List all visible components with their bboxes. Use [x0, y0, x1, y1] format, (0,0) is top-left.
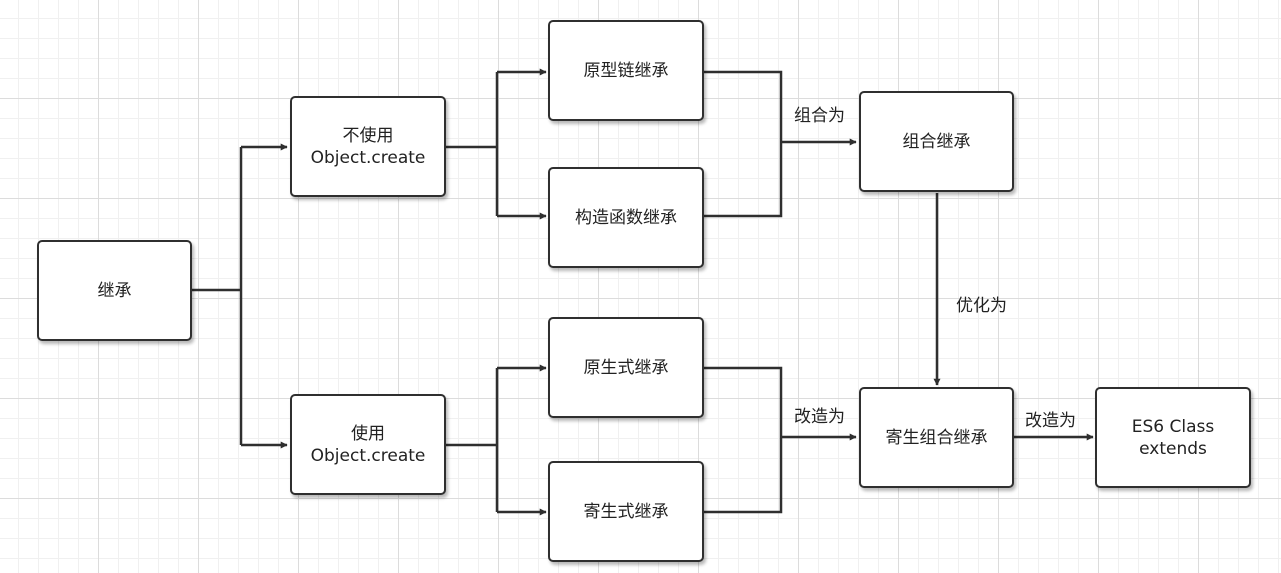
- node-use-object-create[interactable]: 使用 Object.create: [290, 394, 446, 495]
- node-no-object-create[interactable]: 不使用 Object.create: [290, 96, 446, 197]
- edge-label-transform-into-1: 改造为: [794, 407, 845, 427]
- node-prototypal[interactable]: 原生式继承: [548, 317, 704, 418]
- node-prototypal-label: 原生式继承: [583, 357, 669, 378]
- node-no-object-create-label: 不使用 Object.create: [310, 125, 426, 168]
- node-parasitic-combination[interactable]: 寄生组合继承: [859, 387, 1014, 488]
- edge-label-combine-into: 组合为: [794, 106, 845, 126]
- node-parasitic-combination-label: 寄生组合继承: [885, 427, 988, 448]
- connector-prototypal-merge: [704, 366, 783, 514]
- node-constructor[interactable]: 构造函数继承: [548, 167, 704, 268]
- node-inheritance-label: 继承: [97, 280, 132, 301]
- edge-label-optimize-into: 优化为: [956, 296, 1007, 316]
- node-es6-class[interactable]: ES6 Class extends: [1095, 387, 1251, 488]
- node-prototype-chain-label: 原型链继承: [583, 60, 669, 81]
- node-parasitic[interactable]: 寄生式继承: [548, 461, 704, 562]
- connector-prototype-chain-merge: [704, 70, 783, 218]
- edge-label-transform-into-2: 改造为: [1025, 411, 1076, 431]
- node-use-object-create-label: 使用 Object.create: [310, 423, 426, 466]
- node-prototype-chain[interactable]: 原型链继承: [548, 20, 704, 121]
- node-inheritance[interactable]: 继承: [37, 240, 192, 341]
- node-parasitic-label: 寄生式继承: [583, 501, 669, 522]
- node-constructor-label: 构造函数继承: [575, 207, 677, 228]
- node-combination[interactable]: 组合继承: [859, 91, 1014, 192]
- node-combination-label: 组合继承: [902, 131, 971, 152]
- node-es6-class-label: ES6 Class extends: [1131, 416, 1215, 459]
